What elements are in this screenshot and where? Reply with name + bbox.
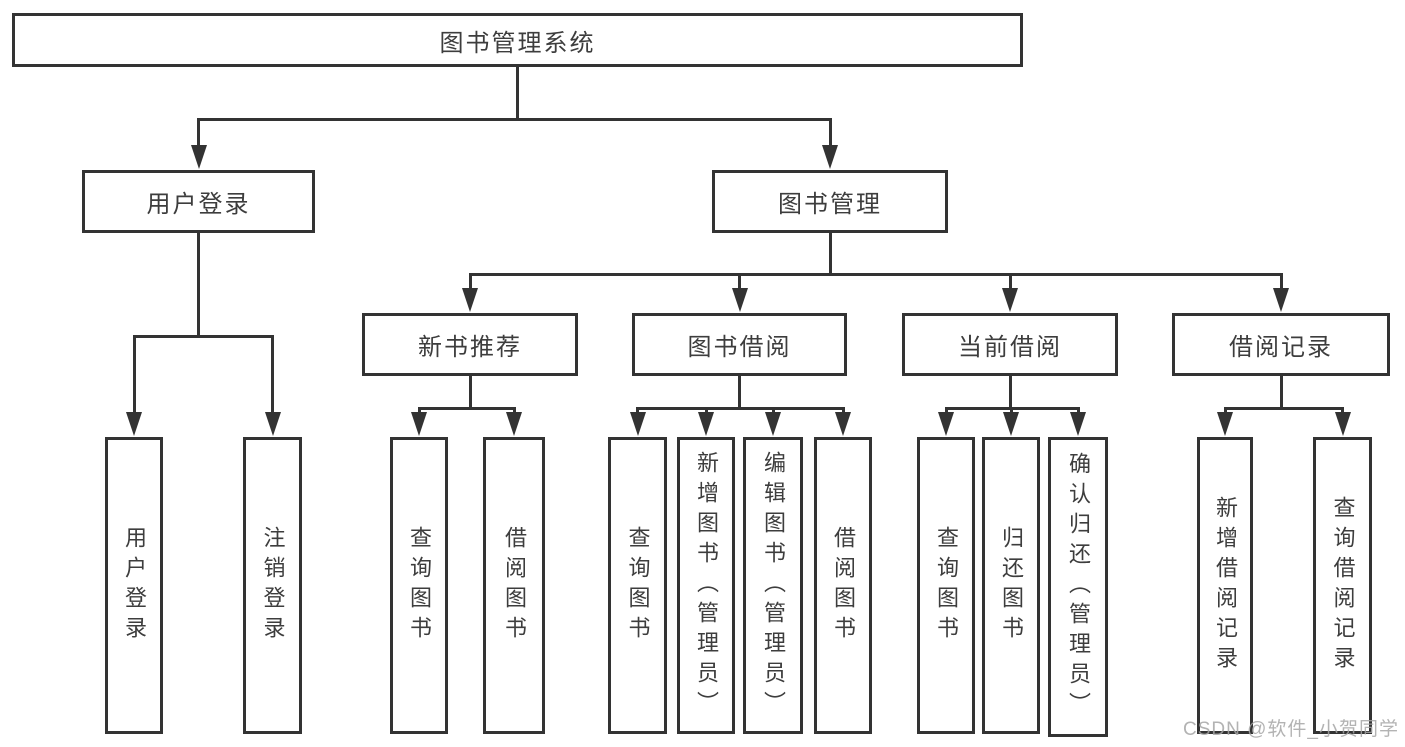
arrow-down-icon — [698, 412, 714, 436]
node-book-management: 图书管理 — [712, 170, 948, 233]
node-query-books-recommend: 查询图书 — [390, 437, 448, 734]
node-label: 用户登录 — [122, 525, 147, 646]
connector-rail — [1223, 407, 1344, 410]
connector-drop — [636, 407, 639, 415]
node-label: 新书推荐 — [418, 334, 522, 361]
arrow-down-icon — [126, 412, 142, 436]
connector-drop — [271, 335, 274, 415]
arrow-down-icon — [1217, 412, 1233, 436]
connector-drop — [1008, 273, 1012, 291]
node-label: 图书借阅 — [687, 334, 792, 361]
node-borrowing-records: 借阅记录 — [1172, 313, 1390, 376]
connector-stem — [738, 376, 741, 410]
connector-drop — [468, 273, 472, 291]
node-label: 图书管理 — [778, 191, 882, 218]
node-label: 借阅图书 — [831, 525, 856, 646]
connector-drop — [1009, 407, 1013, 415]
node-label: 查询图书 — [407, 525, 432, 646]
node-return-books: 归还图书 — [982, 437, 1040, 734]
connector-rail — [636, 407, 845, 410]
node-user-login: 用户登录 — [82, 170, 315, 233]
connector-rail — [468, 273, 1283, 276]
node-label: 编辑图书（管理员） — [761, 450, 786, 721]
node-query-books-current: 查询图书 — [917, 437, 975, 734]
node-label: 用户登录 — [146, 191, 251, 218]
node-borrow-books-recommend: 借阅图书 — [483, 437, 545, 734]
connector-stem — [516, 67, 519, 121]
watermark: CSDN @软件_小贺同学 — [1183, 719, 1399, 740]
node-label: 当前借阅 — [958, 334, 1062, 361]
arrow-down-icon — [411, 412, 427, 436]
node-confirm-return-admin: 确认归还（管理员） — [1048, 437, 1108, 737]
connector-stem — [197, 233, 200, 338]
node-label: 查询借阅记录 — [1330, 495, 1356, 676]
connector-drop — [1279, 273, 1283, 291]
connector-stem — [1279, 376, 1283, 410]
node-label: 新增图书（管理员） — [694, 450, 719, 721]
node-add-books-admin: 新增图书（管理员） — [677, 437, 735, 734]
connector-drop — [771, 407, 775, 415]
node-add-borrow-record: 新增借阅记录 — [1197, 437, 1253, 734]
arrow-down-icon — [1334, 412, 1351, 436]
connector-rail — [197, 118, 832, 121]
node-label: 确认归还（管理员） — [1066, 452, 1091, 722]
arrow-down-icon — [1070, 412, 1086, 436]
node-query-books-borrowing: 查询图书 — [608, 437, 667, 734]
connector-stem — [828, 233, 832, 276]
node-borrow-books-leaf: 借阅图书 — [814, 437, 872, 734]
arrow-down-icon — [765, 412, 781, 436]
arrow-down-icon — [822, 145, 838, 169]
connector-drop — [944, 407, 948, 415]
arrow-down-icon — [1003, 412, 1019, 436]
connector-drop — [1341, 407, 1344, 415]
arrow-down-icon — [506, 412, 522, 436]
node-label: 借阅图书 — [502, 525, 527, 646]
connector-drop — [841, 407, 845, 415]
connector-drop — [704, 407, 708, 415]
arrow-down-icon — [629, 412, 646, 436]
arrow-down-icon — [1002, 288, 1018, 312]
node-label: 借阅记录 — [1229, 334, 1333, 361]
connector-drop — [828, 118, 832, 148]
arrow-down-icon — [462, 288, 478, 312]
connector-rail — [132, 335, 274, 338]
arrow-down-icon — [731, 288, 748, 312]
arrow-down-icon — [190, 145, 207, 169]
arrow-down-icon — [835, 412, 851, 436]
node-label: 归还图书 — [999, 525, 1024, 646]
connector-drop — [1076, 407, 1080, 415]
node-edit-books-admin: 编辑图书（管理员） — [743, 437, 803, 734]
node-new-book-recommend: 新书推荐 — [362, 313, 578, 376]
connector-drop — [197, 118, 200, 148]
connector-drop — [512, 407, 516, 415]
node-label: 新增借阅记录 — [1213, 495, 1238, 676]
connector-rail — [417, 407, 516, 410]
node-book-borrowing: 图书借阅 — [632, 313, 847, 376]
connector-stem — [1008, 376, 1012, 410]
node-logout-leaf: 注销登录 — [243, 437, 302, 734]
connector-drop — [738, 273, 741, 291]
connector-drop — [132, 335, 136, 415]
connector-drop — [1223, 407, 1227, 415]
node-user-login-leaf: 用户登录 — [105, 437, 163, 734]
arrow-down-icon — [264, 412, 281, 436]
node-label: 查询图书 — [625, 525, 651, 646]
node-label: 注销登录 — [260, 525, 286, 646]
node-label: 查询图书 — [934, 525, 959, 646]
node-root: 图书管理系统 — [12, 13, 1023, 67]
node-current-borrowing: 当前借阅 — [902, 313, 1118, 376]
node-query-borrow-record: 查询借阅记录 — [1313, 437, 1372, 734]
arrow-down-icon — [938, 412, 954, 436]
connector-stem — [468, 376, 472, 410]
arrow-down-icon — [1273, 288, 1289, 312]
connector-drop — [417, 407, 421, 415]
node-label: 图书管理系统 — [439, 29, 596, 57]
